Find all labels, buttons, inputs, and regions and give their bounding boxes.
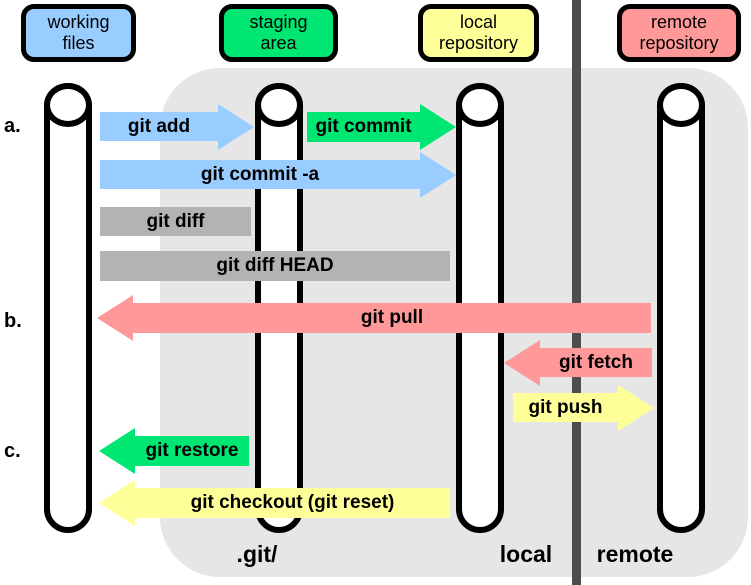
arrow-git-checkout: git checkout (git reset) [99,480,450,526]
arrow-git-commit-a-label: git commit -a [200,163,320,185]
arrow-git-add: git add [100,103,254,150]
bar-git-diff-head: git diff HEAD [100,251,450,281]
arrow-git-add-label: git add [127,115,191,137]
header-working-files: working files [21,4,136,62]
arrow-git-pull-label: git pull [360,307,424,328]
tube-rim-staging-area-icon [255,83,303,127]
tube-rim-remote-repository-icon [657,83,705,127]
header-staging-area: staging area [219,4,338,62]
arrowhead-left-icon [99,428,135,474]
footer-remote: remote [596,541,674,567]
row-label-c: c. [4,440,21,462]
arrow-git-commit-a: git commit -a [100,151,456,198]
bar-git-diff: git diff [100,207,251,236]
tube-working-files [44,83,92,533]
row-label-a: a. [4,115,21,137]
tube-rim-local-repository-icon [456,83,504,127]
arrowhead-right-icon [618,384,654,431]
footer-local: local [499,541,553,567]
tube-remote-repository [657,83,705,533]
header-local-repository: local repository [418,4,539,62]
bar-git-diff-label: git diff [146,210,205,232]
arrow-git-commit-label: git commit [315,116,412,137]
arrowhead-left-icon [99,480,135,526]
arrow-git-fetch-label: git fetch [559,351,633,373]
row-label-b: b. [4,310,22,332]
header-remote-repository: remote repository [617,4,741,62]
arrowhead-right-icon [420,104,456,150]
arrowhead-right-icon [218,103,254,150]
arrow-git-fetch: git fetch [504,339,652,386]
arrow-git-pull: git pull [97,295,651,341]
arrow-git-restore: git restore [99,428,249,474]
tube-rim-working-files-icon [44,83,92,127]
arrowhead-left-icon [97,295,133,341]
local-remote-divider [572,0,581,585]
arrow-git-push-label: git push [528,396,603,418]
footer-git-dir: .git/ [236,541,278,567]
bar-git-diff-head-label: git diff HEAD [216,255,334,276]
arrow-git-push: git push [513,384,654,431]
arrow-git-commit: git commit [307,104,456,150]
arrow-git-restore-label: git restore [145,440,239,461]
arrowhead-right-icon [420,151,456,198]
arrowhead-left-icon [504,339,540,386]
arrow-git-checkout-label: git checkout (git reset) [190,492,395,513]
